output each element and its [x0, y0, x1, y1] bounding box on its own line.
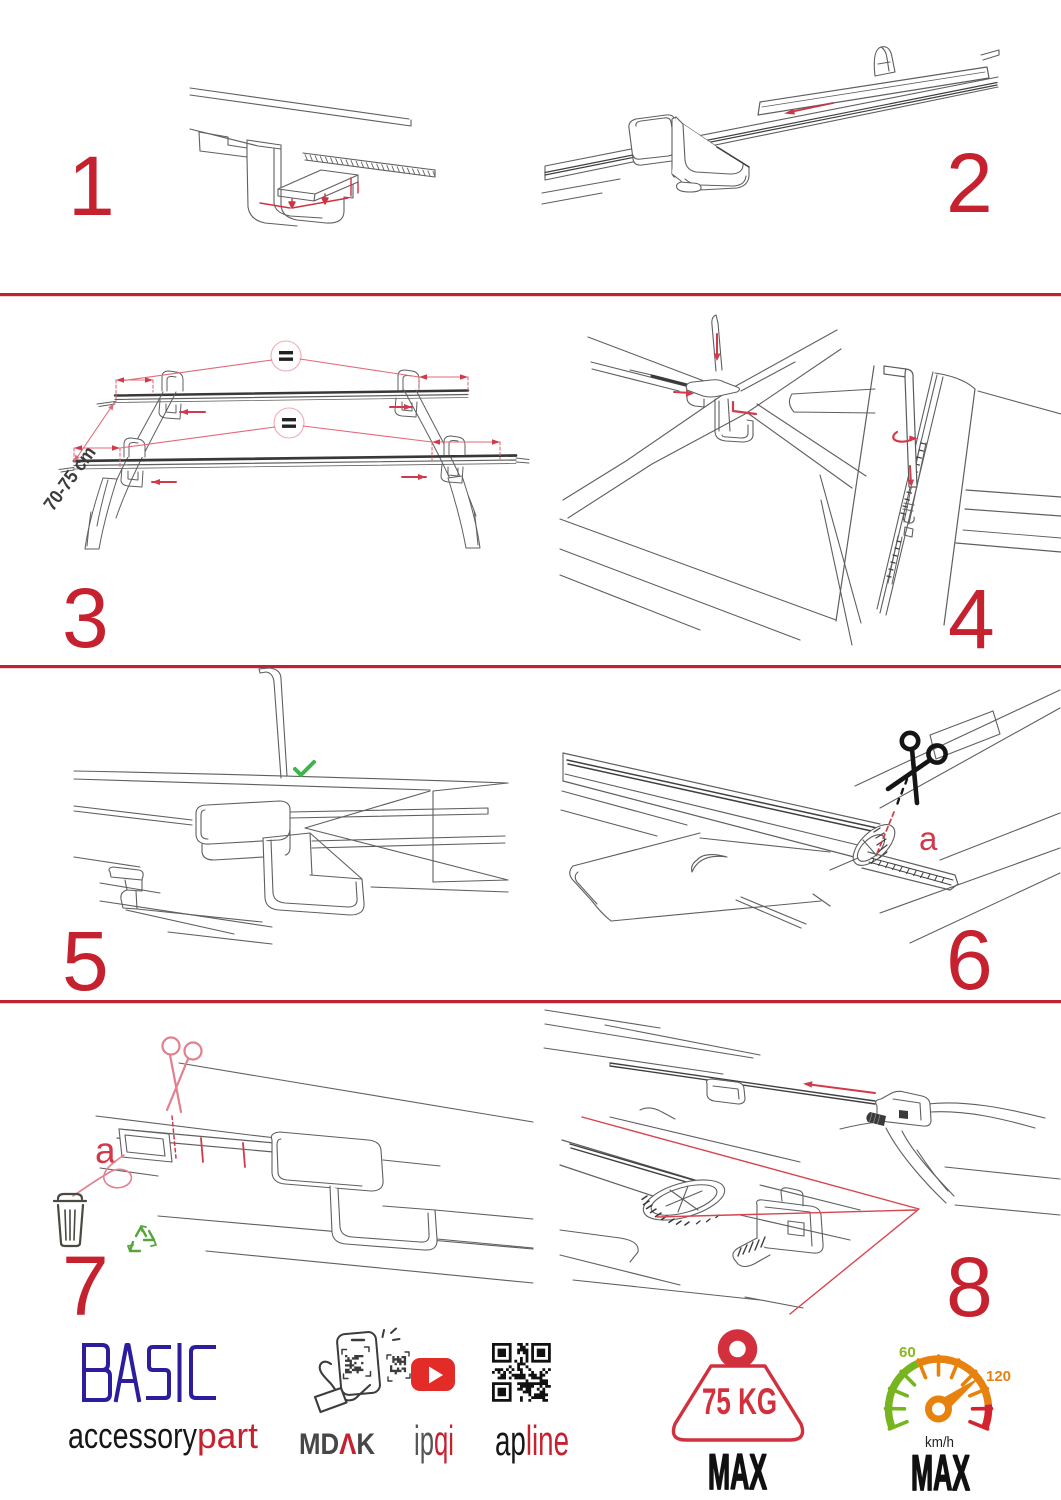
svg-text:2: 2	[946, 136, 993, 230]
svg-text:ipqi: ipqi	[414, 1417, 454, 1464]
svg-text:km/h: km/h	[925, 1434, 954, 1451]
svg-text:3: 3	[62, 571, 109, 665]
svg-text:apline: apline	[495, 1417, 569, 1464]
svg-text:120: 120	[986, 1368, 1011, 1385]
svg-text:4: 4	[948, 572, 995, 666]
svg-text:1: 1	[68, 139, 115, 233]
svg-text:8: 8	[946, 1240, 993, 1334]
svg-text:6: 6	[946, 913, 993, 1007]
svg-text:a: a	[919, 820, 938, 857]
svg-text:5: 5	[62, 914, 109, 1008]
svg-text:60: 60	[899, 1344, 916, 1361]
svg-text:a: a	[95, 1130, 116, 1171]
svg-text:7: 7	[62, 1239, 109, 1333]
svg-text:MAX: MAX	[708, 1444, 767, 1500]
svg-text:75 KG: 75 KG	[702, 1381, 777, 1422]
svg-text:70-75 cm: 70-75 cm	[40, 443, 100, 515]
svg-text:MAX: MAX	[911, 1445, 970, 1500]
svg-text:MDΛK: MDΛK	[299, 1428, 375, 1461]
svg-text:accessorypart: accessorypart	[68, 1415, 258, 1456]
